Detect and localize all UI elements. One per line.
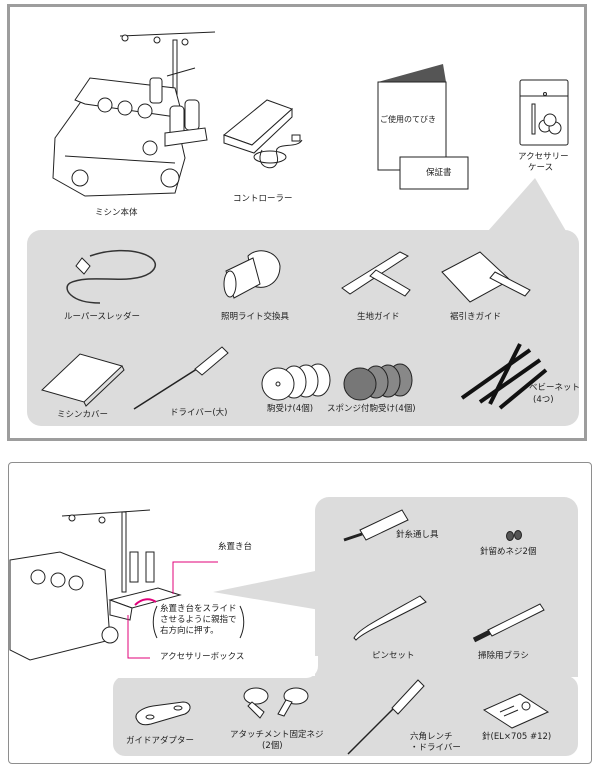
- label-needle-screws: 針留めネジ2個: [480, 547, 537, 557]
- guide-adapter-icon: [135, 701, 191, 726]
- label-spool-caps: 駒受け(4個): [267, 404, 314, 414]
- label-needle-pack: 針(EL×705 #12): [482, 732, 552, 742]
- serger-machine-illustration: [52, 31, 216, 197]
- label-looper-threader: ルーパースレッダー: [64, 312, 140, 322]
- label-foot-controller: コントローラー: [233, 194, 293, 204]
- label-accessory-case-1: アクセサリー: [518, 152, 569, 162]
- callout-wedge: [488, 178, 566, 231]
- spool-caps-icon: [261, 363, 331, 401]
- label-sponge-spool-caps: スポンジ付駒受け(4個): [327, 404, 416, 414]
- needle-pack-icon: [482, 693, 550, 729]
- label-large-screwdriver: ドライバー(大): [170, 408, 228, 418]
- note-line-2: させるように親指で: [160, 615, 237, 625]
- needle-screws-icon: [506, 530, 522, 541]
- label-hem-guide: 裾引きガイド: [450, 312, 502, 322]
- note-brackets: [152, 605, 245, 639]
- label-hex-wrench-1: 六角レンチ: [410, 732, 453, 742]
- label-instruction-manual: ご使用のてびき: [380, 115, 436, 124]
- cleaning-brush-icon: [472, 603, 545, 643]
- label-thread-nets-2: (4つ): [533, 395, 554, 405]
- label-machine-body: ミシン本体: [95, 208, 138, 218]
- tweezers-icon: [353, 595, 427, 641]
- foot-controller-illustration: [222, 99, 303, 169]
- thread-nets-icon: [460, 343, 548, 410]
- label-accessory-case-2: ケース: [528, 163, 554, 173]
- label-needle-threader: 針糸通し具: [396, 530, 439, 540]
- manual-illustration: [377, 64, 469, 190]
- slide-instruction-note: 糸置き台をスライド させるように親指で 右方向に押す。: [152, 604, 245, 644]
- label-hex-wrench-2: ・ドライバー: [410, 743, 461, 753]
- large-screwdriver-icon: [133, 346, 229, 410]
- label-thread-stand: 糸置き台: [218, 542, 253, 552]
- hex-wrench-driver-icon: [347, 679, 425, 755]
- label-guide-adapter: ガイドアダプター: [126, 736, 195, 746]
- label-attachment-screws-2: (2個): [262, 741, 283, 751]
- note-line-1: 糸置き台をスライド: [160, 604, 237, 614]
- accessory-box-contents-upper: [315, 497, 578, 677]
- light-changer-icon: [223, 250, 281, 299]
- hem-guide-icon: [441, 251, 531, 303]
- machine-cover-icon: [41, 353, 125, 407]
- panel-notch: [113, 656, 318, 678]
- fabric-guide-icon: [341, 251, 411, 297]
- attachment-screws-icon: [243, 687, 309, 719]
- needle-threader-icon: [343, 509, 409, 542]
- label-accessory-box: アクセサリーボックス: [160, 652, 245, 662]
- looper-threader-icon: [66, 249, 157, 304]
- sponge-spool-caps-icon: [343, 363, 413, 401]
- label-thread-nets-1: ベビーネット: [529, 383, 581, 393]
- serger-with-accessory-box-illustration: [9, 509, 218, 661]
- label-machine-cover: ミシンカバー: [57, 410, 109, 420]
- label-attachment-screws-1: アタッチメント固定ネジ: [230, 730, 324, 740]
- accessory-case-illustration: [519, 79, 569, 146]
- label-tweezers: ピンセット: [372, 651, 415, 661]
- label-light-changer: 照明ライト交換具: [221, 312, 290, 322]
- note-line-3: 右方向に押す。: [160, 626, 219, 636]
- label-fabric-guide: 生地ガイド: [357, 312, 400, 322]
- label-cleaning-brush: 掃除用ブラシ: [478, 651, 529, 661]
- label-warranty: 保証書: [426, 168, 452, 178]
